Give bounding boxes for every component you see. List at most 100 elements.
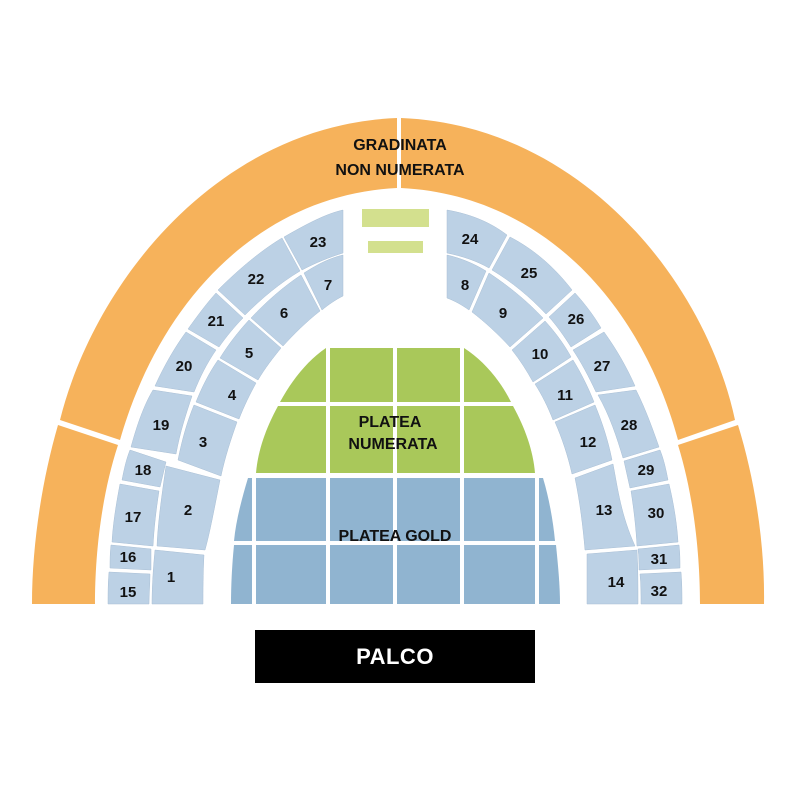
sector-1[interactable] [151, 549, 205, 605]
platea-numerata-label-line2: NUMERATA [348, 436, 438, 453]
sector-label-15: 15 [120, 584, 137, 601]
sector-label-27: 27 [594, 358, 611, 375]
sector-18[interactable] [121, 449, 167, 488]
sector-label-6: 6 [280, 305, 288, 322]
gradinata-label-line1: GRADINATA [353, 137, 447, 154]
sector-31[interactable] [637, 544, 681, 571]
sector-label-13: 13 [596, 502, 613, 519]
sector-label-14: 14 [608, 574, 625, 591]
sector-24[interactable] [446, 209, 508, 269]
platea-numerata-r2c4[interactable] [464, 406, 535, 473]
sector-21[interactable] [187, 292, 244, 348]
platea-numerata-r1c2[interactable] [330, 348, 393, 402]
extra-zone-top[interactable] [362, 209, 429, 227]
sector-4[interactable] [195, 359, 257, 420]
sector-label-4: 4 [228, 387, 237, 404]
sector-10[interactable] [511, 320, 572, 383]
platea-gold-r2c4[interactable] [464, 545, 535, 604]
sector-25[interactable] [491, 236, 573, 315]
platea-gold-label: PLATEA GOLD [339, 528, 452, 545]
platea-gold-r1c0[interactable] [234, 478, 252, 541]
gradinata-label-line2: NON NUMERATA [335, 162, 465, 179]
platea-gold-r1c5[interactable] [539, 478, 555, 541]
extra-zone-bottom[interactable] [368, 241, 423, 253]
gradinata-right-lower[interactable] [678, 425, 765, 604]
sector-19[interactable] [130, 389, 193, 455]
sector-15[interactable] [107, 571, 151, 605]
platea-numerata-r1c4[interactable] [464, 348, 511, 402]
sector-label-19: 19 [153, 417, 170, 434]
sector-32[interactable] [639, 571, 683, 605]
sector-23[interactable] [283, 209, 344, 271]
sector-20[interactable] [154, 331, 217, 393]
sector-label-7: 7 [324, 277, 332, 294]
platea-gold-r1c4[interactable] [464, 478, 535, 541]
sector-label-17: 17 [125, 509, 142, 526]
platea-numerata-label-line1: PLATEA [359, 414, 422, 431]
sector-label-2: 2 [184, 502, 192, 519]
gradinata-left-lower[interactable] [32, 425, 118, 604]
platea-numerata-r1c1[interactable] [280, 348, 326, 402]
sector-17[interactable] [111, 483, 160, 547]
sector-label-31: 31 [651, 551, 668, 568]
platea-gold-r2c2[interactable] [330, 545, 393, 604]
platea-gold-r1c1[interactable] [256, 478, 326, 541]
stage-palco: PALCO [255, 630, 535, 683]
sector-label-22: 22 [248, 271, 265, 288]
sector-label-5: 5 [245, 345, 253, 362]
sector-5[interactable] [219, 319, 282, 381]
platea-numerata[interactable] [256, 348, 535, 473]
sector-label-23: 23 [310, 234, 327, 251]
sector-29[interactable] [623, 449, 669, 489]
sector-label-32: 32 [651, 583, 668, 600]
sector-2[interactable] [156, 465, 221, 551]
platea-numerata-r2c1[interactable] [256, 406, 326, 473]
sector-label-26: 26 [568, 311, 585, 328]
sector-9[interactable] [471, 272, 544, 348]
sector-label-8: 8 [461, 277, 469, 294]
sector-3[interactable] [177, 404, 238, 477]
sector-label-12: 12 [580, 434, 597, 451]
sector-16[interactable] [109, 544, 152, 571]
sector-label-3: 3 [199, 434, 207, 451]
sector-12[interactable] [554, 404, 613, 475]
sector-11[interactable] [534, 359, 595, 421]
platea-gold[interactable] [231, 478, 560, 604]
platea-gold-r2c1[interactable] [256, 545, 326, 604]
sector-label-9: 9 [499, 305, 507, 322]
sector-label-10: 10 [532, 346, 549, 363]
platea-gold-r1c2[interactable] [330, 478, 393, 541]
sector-22[interactable] [217, 237, 301, 316]
gradinata-non-numerata[interactable] [32, 118, 765, 604]
platea-gold-r1c3[interactable] [397, 478, 460, 541]
platea-gold-r2c5[interactable] [539, 545, 560, 604]
stage-label: PALCO [356, 643, 434, 669]
sector-27[interactable] [572, 331, 636, 393]
platea-gold-r2c3[interactable] [397, 545, 460, 604]
sector-6[interactable] [250, 274, 321, 347]
sector-label-30: 30 [648, 505, 665, 522]
sector-30[interactable] [630, 483, 679, 547]
sector-label-29: 29 [638, 462, 655, 479]
gradinata-right-upper[interactable] [401, 118, 735, 440]
sector-label-28: 28 [621, 417, 638, 434]
sector-label-20: 20 [176, 358, 193, 375]
platea-numerata-r2c3[interactable] [397, 406, 460, 473]
gradinata-left-upper[interactable] [60, 118, 397, 440]
sector-8[interactable] [446, 254, 487, 311]
sector-label-24: 24 [462, 231, 479, 248]
platea-gold-r2c0[interactable] [231, 545, 252, 604]
sector-label-16: 16 [120, 549, 137, 566]
sector-label-25: 25 [521, 265, 538, 282]
sector-14[interactable] [586, 549, 639, 605]
sector-label-21: 21 [208, 313, 225, 330]
platea-numerata-r1c3[interactable] [397, 348, 460, 402]
sector-13[interactable] [574, 463, 636, 551]
sector-label-1: 1 [167, 569, 175, 586]
sector-7[interactable] [303, 254, 344, 311]
sector-label-11: 11 [557, 387, 573, 404]
sector-28[interactable] [597, 389, 660, 459]
sector-26[interactable] [548, 292, 602, 348]
platea-numerata-r2c2[interactable] [330, 406, 393, 473]
